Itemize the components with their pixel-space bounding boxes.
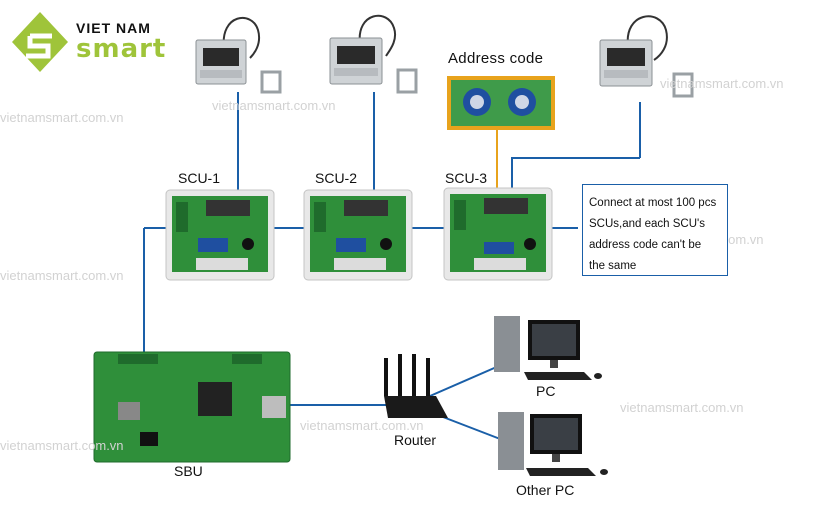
router-label: Router xyxy=(394,432,437,448)
sbu-board xyxy=(93,351,291,463)
watermark-text: vietnamsmart.com.vn xyxy=(212,98,336,113)
electric-lock-2 xyxy=(329,14,418,94)
watermark-text: vietnamsmart.com.vn xyxy=(0,438,124,453)
pc-label: PC xyxy=(536,383,556,399)
scu-2-label: SCU-2 xyxy=(315,170,358,186)
other-pc-label: Other PC xyxy=(516,482,575,498)
router-device xyxy=(384,354,448,418)
other-pc-workstation xyxy=(498,412,608,476)
address-code-board xyxy=(447,76,555,130)
scu-board-1 xyxy=(165,189,275,281)
logo-line1: VIET NAM xyxy=(76,20,151,36)
scu-limit-note: Connect at most 100 pcs SCUs,and each SC… xyxy=(582,184,728,276)
note-line-1: Connect at most 100 pcs xyxy=(589,197,717,209)
electric-lock-4 xyxy=(599,15,694,98)
electric-lock-1 xyxy=(195,16,282,94)
scu-board-3 xyxy=(443,187,553,281)
scu-board-2 xyxy=(303,189,413,281)
pc-workstation xyxy=(494,316,602,380)
note-line-4: the same xyxy=(589,260,637,272)
logo-line2: smart xyxy=(76,34,167,64)
watermark-text: vietnamsmart.com.vn xyxy=(620,400,744,415)
address-code-title: Address code xyxy=(448,50,544,67)
watermark-text: vietnamsmart.com.vn xyxy=(0,110,124,125)
watermark-text: vietnamsmart.com.vn xyxy=(0,268,124,283)
note-line-2: SCUs,and each SCU's xyxy=(589,218,705,230)
scu-3-label: SCU-3 xyxy=(445,170,488,186)
sbu-label: SBU xyxy=(174,463,203,479)
watermark-text: vietnamsmart.com.vn xyxy=(300,418,424,433)
brand-logo xyxy=(12,12,68,72)
watermark-text: vietnamsmart.com.vn xyxy=(660,76,784,91)
note-line-3: address code can't be xyxy=(589,239,702,251)
wire-lock4-corner xyxy=(511,157,640,190)
scu-1-label: SCU-1 xyxy=(178,170,221,186)
